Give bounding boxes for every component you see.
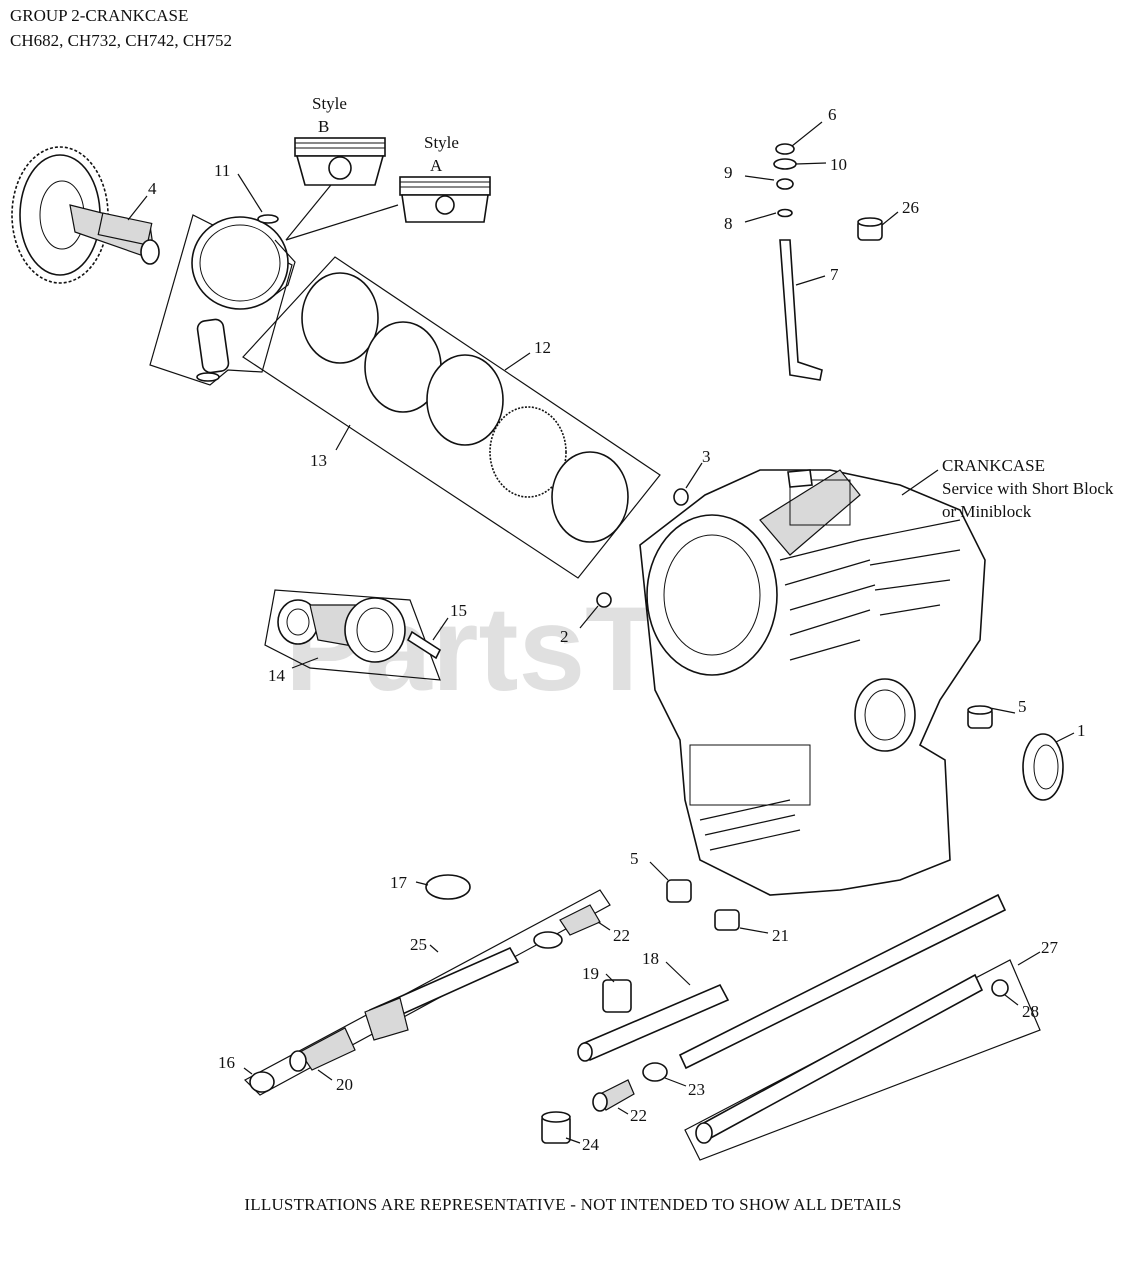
clamp-23[interactable] bbox=[642, 1062, 668, 1082]
hose-set-27[interactable] bbox=[678, 893, 1007, 1144]
piston-group-outline bbox=[149, 214, 293, 386]
callout-13: 13 bbox=[310, 451, 327, 470]
callout-11: 11 bbox=[214, 161, 230, 180]
callout-22-lower: 22 bbox=[630, 1106, 647, 1125]
style-a-word: Style bbox=[424, 133, 459, 152]
sleeve-19[interactable] bbox=[602, 979, 632, 1013]
plug-parts[interactable] bbox=[596, 488, 689, 608]
callout-26: 26 bbox=[902, 198, 919, 217]
crankcase-part[interactable] bbox=[639, 469, 986, 896]
callout-15: 15 bbox=[450, 601, 467, 620]
callout-3: 3 bbox=[702, 447, 711, 466]
callout-19: 19 bbox=[582, 964, 599, 983]
oil-hose-25[interactable] bbox=[364, 946, 520, 1041]
callout-5-lower: 5 bbox=[630, 849, 639, 868]
clamp-28[interactable] bbox=[991, 979, 1009, 997]
callout-9: 9 bbox=[724, 163, 733, 182]
hose-set-outline bbox=[684, 959, 1041, 1161]
callout-12: 12 bbox=[534, 338, 551, 357]
plug-5-upper[interactable] bbox=[967, 705, 993, 729]
callout-7: 7 bbox=[830, 265, 839, 284]
callout-5-upper: 5 bbox=[1018, 697, 1027, 716]
callout-22-upper: 22 bbox=[613, 926, 630, 945]
callout-20: 20 bbox=[336, 1075, 353, 1094]
clamp-17[interactable] bbox=[425, 874, 471, 900]
oil-seal-part[interactable] bbox=[1022, 733, 1064, 801]
plug-5-lower[interactable] bbox=[666, 879, 692, 903]
callout-28: 28 bbox=[1022, 1002, 1039, 1021]
callout-14: 14 bbox=[268, 666, 286, 685]
callout-23: 23 bbox=[688, 1080, 705, 1099]
crankcase-note-line1: CRANKCASE bbox=[942, 456, 1045, 475]
camshaft-part[interactable] bbox=[11, 146, 160, 284]
callout-1: 1 bbox=[1077, 721, 1086, 740]
nut-24[interactable] bbox=[541, 1111, 571, 1144]
piston-part[interactable] bbox=[191, 214, 296, 382]
crankcase-note-line2: Service with Short Block bbox=[942, 479, 1114, 498]
fitting-20[interactable] bbox=[289, 1027, 356, 1072]
piston-style-b[interactable] bbox=[294, 137, 386, 186]
disclaimer-footer: ILLUSTRATIONS ARE REPRESENTATIVE - NOT I… bbox=[244, 1195, 902, 1214]
hose-18[interactable] bbox=[577, 983, 730, 1062]
plug-21[interactable] bbox=[714, 909, 740, 931]
ring-set-outline bbox=[242, 256, 661, 579]
callout-24: 24 bbox=[582, 1135, 600, 1154]
piston-rings-part[interactable] bbox=[301, 272, 629, 543]
connecting-rod-part[interactable] bbox=[277, 597, 442, 663]
crankcase-note-line3: or Miniblock bbox=[942, 502, 1032, 521]
style-b-word: Style bbox=[312, 94, 347, 113]
model-list: CH682, CH732, CH742, CH752 bbox=[10, 31, 232, 50]
callout-16: 16 bbox=[218, 1053, 235, 1072]
style-a-letter: A bbox=[430, 156, 443, 175]
clamp-16[interactable] bbox=[249, 1071, 275, 1093]
breather-parts[interactable] bbox=[773, 143, 883, 381]
callout-18: 18 bbox=[642, 949, 659, 968]
callout-25: 25 bbox=[410, 935, 427, 954]
fitting-22-upper[interactable] bbox=[533, 904, 601, 949]
callout-17: 17 bbox=[390, 873, 408, 892]
callout-21: 21 bbox=[772, 926, 789, 945]
group-title: GROUP 2-CRANKCASE bbox=[10, 6, 189, 25]
piston-style-a[interactable] bbox=[399, 176, 491, 223]
callout-2: 2 bbox=[560, 627, 569, 646]
callout-6: 6 bbox=[828, 105, 837, 124]
fitting-22-lower[interactable] bbox=[592, 1079, 635, 1112]
callout-27: 27 bbox=[1041, 938, 1059, 957]
callout-4: 4 bbox=[148, 179, 157, 198]
callout-10: 10 bbox=[830, 155, 847, 174]
style-b-letter: B bbox=[318, 117, 329, 136]
callout-8: 8 bbox=[724, 214, 733, 233]
exploded-parts-diagram: PartsTree Style B Style A bbox=[11, 94, 1114, 1161]
